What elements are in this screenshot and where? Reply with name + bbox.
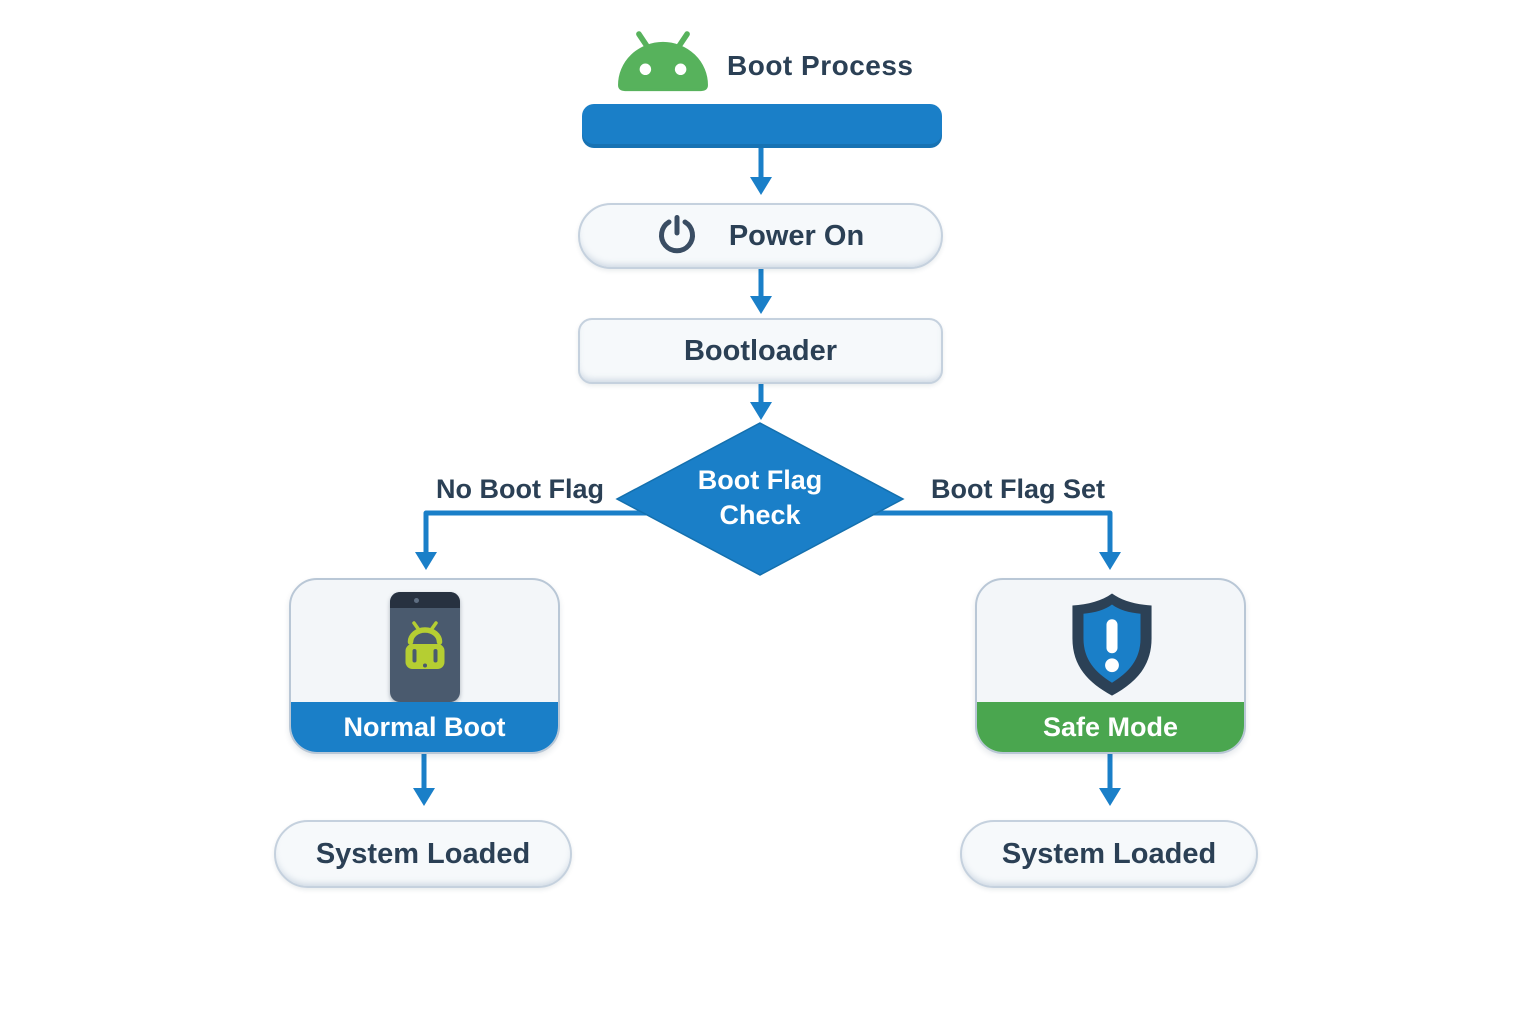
normal-boot-label: Normal Boot: [343, 711, 506, 742]
arrowheads: [413, 177, 1121, 806]
branch-label-boot-flag-set: Boot Flag Set: [931, 474, 1105, 504]
arrow-decision-to-safemode: [842, 510, 1113, 555]
power-on-label: Power On: [728, 219, 865, 252]
arrow-decision-to-normalboot: [423, 510, 683, 555]
robot-icon: [405, 621, 445, 669]
branch-label-no-boot-flag: No Boot Flag: [436, 474, 604, 504]
safe-mode-label: Safe Mode: [1042, 711, 1179, 742]
decision-label: Boot Flag Check: [697, 465, 823, 530]
safe-mode-bar: Safe Mode: [977, 702, 1244, 752]
start-bar-node: [582, 104, 942, 148]
bootloader-label: Bootloader: [683, 334, 838, 367]
normal-boot-card: Normal Boot: [289, 578, 560, 754]
power-on-node: Power On: [578, 203, 943, 269]
decision-diamond: [615, 422, 905, 576]
phone-bezel: [390, 592, 460, 608]
shield-alert-icon: [1072, 593, 1152, 696]
system-loaded-right-label: System Loaded: [1001, 837, 1217, 870]
power-icon: [658, 215, 695, 254]
normal-boot-bar: Normal Boot: [291, 702, 558, 752]
system-loaded-right-node: System Loaded: [960, 820, 1258, 888]
phone-camera-dot: [414, 598, 419, 603]
system-loaded-left-label: System Loaded: [315, 837, 531, 870]
safe-mode-card: Safe Mode: [975, 578, 1246, 754]
phone-android-icon: [390, 592, 460, 702]
diagram-title: Boot Process: [727, 50, 914, 81]
bootloader-node: Bootloader: [578, 318, 943, 384]
android-logo-icon: [618, 31, 708, 92]
system-loaded-left-node: System Loaded: [274, 820, 572, 888]
